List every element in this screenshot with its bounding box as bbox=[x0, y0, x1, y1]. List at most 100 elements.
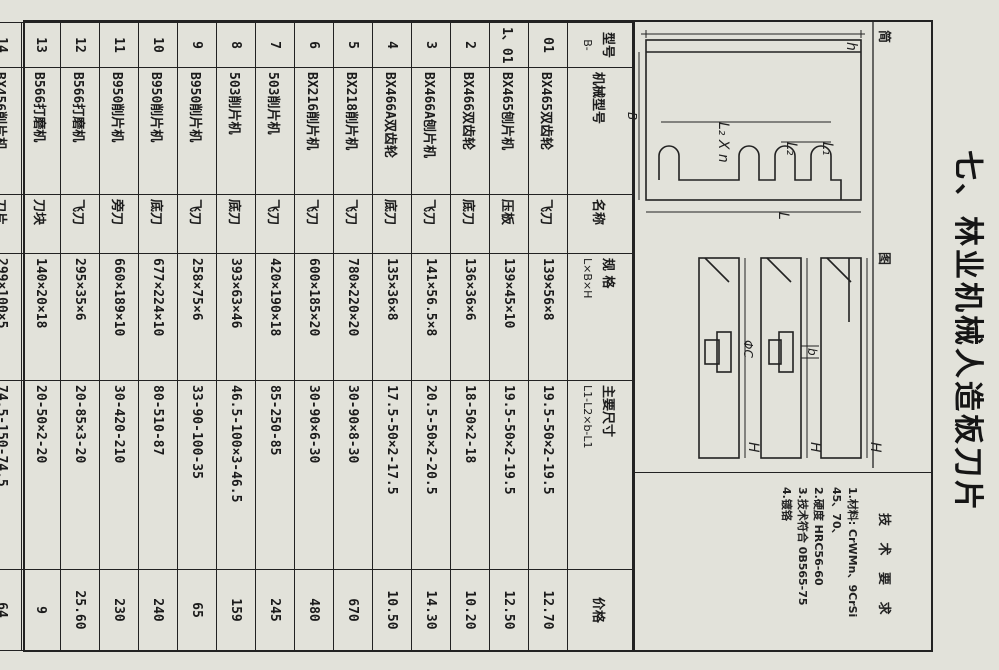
cell-price: 245 bbox=[255, 569, 295, 651]
cell-main-dims: 20-50×2-20 bbox=[21, 380, 61, 570]
cell-spec: 141×56.5×8 bbox=[411, 253, 451, 381]
tech-line: 1.材料: CrWMn、9CrSi bbox=[846, 487, 859, 618]
dimension-lines bbox=[638, 30, 865, 213]
header-name: 名称 bbox=[567, 194, 633, 254]
cell-main-dims: 17.5-50×2-17.5 bbox=[372, 380, 412, 570]
cell-price: 9 bbox=[21, 569, 61, 651]
cell-spec: 677×224×10 bbox=[138, 253, 178, 381]
cell-model: BX466双齿轮 bbox=[450, 67, 490, 195]
cell-model: B950削片机 bbox=[138, 67, 178, 195]
cell-model: B566打磨机 bbox=[21, 67, 61, 195]
cell-model: B566打磨机 bbox=[60, 67, 100, 195]
label-H-1: H bbox=[867, 442, 883, 453]
cell-model: BX465刨片机 bbox=[489, 67, 529, 195]
cell-name: 底刀 bbox=[216, 194, 256, 254]
cell-main-dims: 85-250-85 bbox=[255, 380, 295, 570]
cell-spec: 136×36×6 bbox=[450, 253, 490, 381]
cell-name: 底刀 bbox=[138, 194, 178, 254]
cell-spec: 299×100×5 bbox=[0, 253, 22, 381]
cell-main-dims: 20.5-50×2-20.5 bbox=[411, 380, 451, 570]
cell-spec: 139×56×8 bbox=[528, 253, 568, 381]
section-views bbox=[698, 257, 862, 459]
cell-main-dims: 46.5-100×3-46.5 bbox=[216, 380, 256, 570]
label-L1: L₁ bbox=[819, 142, 835, 156]
tech-line: 4.镀铬 bbox=[780, 487, 793, 521]
cell-no: 4 bbox=[372, 22, 412, 68]
label-L2xn: L₂ X n bbox=[715, 122, 731, 163]
cell-no: 13 bbox=[21, 22, 61, 68]
cell-no: 5 bbox=[333, 22, 373, 68]
cell-no: 3 bbox=[411, 22, 451, 68]
cell-main-dims: 30-420-210 bbox=[99, 380, 139, 570]
cell-main-dims: 30-90×8-30 bbox=[333, 380, 373, 570]
cell-spec: 258×75×6 bbox=[177, 253, 217, 381]
cell-spec: 600×185×20 bbox=[294, 253, 334, 381]
label-phiC: ΦC bbox=[741, 340, 755, 358]
cell-main-dims: 19.5-50×2-19.5 bbox=[528, 380, 568, 570]
cell-name: 刀块 bbox=[21, 194, 61, 254]
cell-no: 8 bbox=[216, 22, 256, 68]
label-b: b bbox=[805, 348, 819, 356]
tech-heading: 技 术 要 求 bbox=[876, 513, 891, 621]
cell-price: 65 bbox=[177, 569, 217, 651]
header-model: 机械型号 bbox=[567, 67, 633, 195]
figure-panel: 简 图 bbox=[625, 20, 933, 652]
cell-price: 10.50 bbox=[372, 569, 412, 651]
blade-drawing bbox=[638, 22, 874, 468]
cell-price: 480 bbox=[294, 569, 334, 651]
cell-name: 底刀 bbox=[372, 194, 412, 254]
cell-name: 飞刀 bbox=[177, 194, 217, 254]
cell-spec: 139×45×10 bbox=[489, 253, 529, 381]
cell-spec: 780×220×20 bbox=[333, 253, 373, 381]
cell-name: 旁刀 bbox=[99, 194, 139, 254]
cell-no: 10 bbox=[138, 22, 178, 68]
cell-no: 12 bbox=[60, 22, 100, 68]
cell-name: 飞刀 bbox=[255, 194, 295, 254]
cell-spec: 420×190×18 bbox=[255, 253, 295, 381]
cell-price: 10.20 bbox=[450, 569, 490, 651]
cell-no: 11 bbox=[99, 22, 139, 68]
page-title: 七、林业机械人造板刀片 bbox=[950, 150, 985, 513]
cell-model: BX466A双齿轮 bbox=[372, 67, 412, 195]
cell-name: 飞刀 bbox=[528, 194, 568, 254]
tech-line: 2.硬度 HRC56-60 bbox=[812, 487, 825, 586]
label-L: L bbox=[775, 212, 791, 220]
cell-price: 12.70 bbox=[528, 569, 568, 651]
cell-no: 6 bbox=[294, 22, 334, 68]
cell-no: 1、01 bbox=[489, 22, 529, 68]
cell-price: 240 bbox=[138, 569, 178, 651]
cell-no: 7 bbox=[255, 22, 295, 68]
cell-no: 01 bbox=[528, 22, 568, 68]
cell-name: 飞刀 bbox=[411, 194, 451, 254]
tech-line: 3.技术符合 0B565-75 bbox=[796, 487, 809, 606]
cell-model: 503削片机 bbox=[255, 67, 295, 195]
cell-model: BX465双齿轮 bbox=[528, 67, 568, 195]
cell-price: 64 bbox=[0, 569, 22, 651]
cell-spec: 135×36×8 bbox=[372, 253, 412, 381]
cell-no: 2 bbox=[450, 22, 490, 68]
label-H-3: H bbox=[745, 442, 761, 453]
cell-price: 230 bbox=[99, 569, 139, 651]
tech-requirements: 技 术 要 求 1.材料: CrWMn、9CrSi 45、70、 2.硬度 HR… bbox=[635, 472, 931, 651]
label-H-2: H bbox=[807, 442, 823, 453]
cell-main-dims: 30-90×6-30 bbox=[294, 380, 334, 570]
cell-price: 159 bbox=[216, 569, 256, 651]
cell-price: 14.30 bbox=[411, 569, 451, 651]
cell-model: B950削片机 bbox=[99, 67, 139, 195]
cell-model: 503削片机 bbox=[216, 67, 256, 195]
cell-price: 25.60 bbox=[60, 569, 100, 651]
